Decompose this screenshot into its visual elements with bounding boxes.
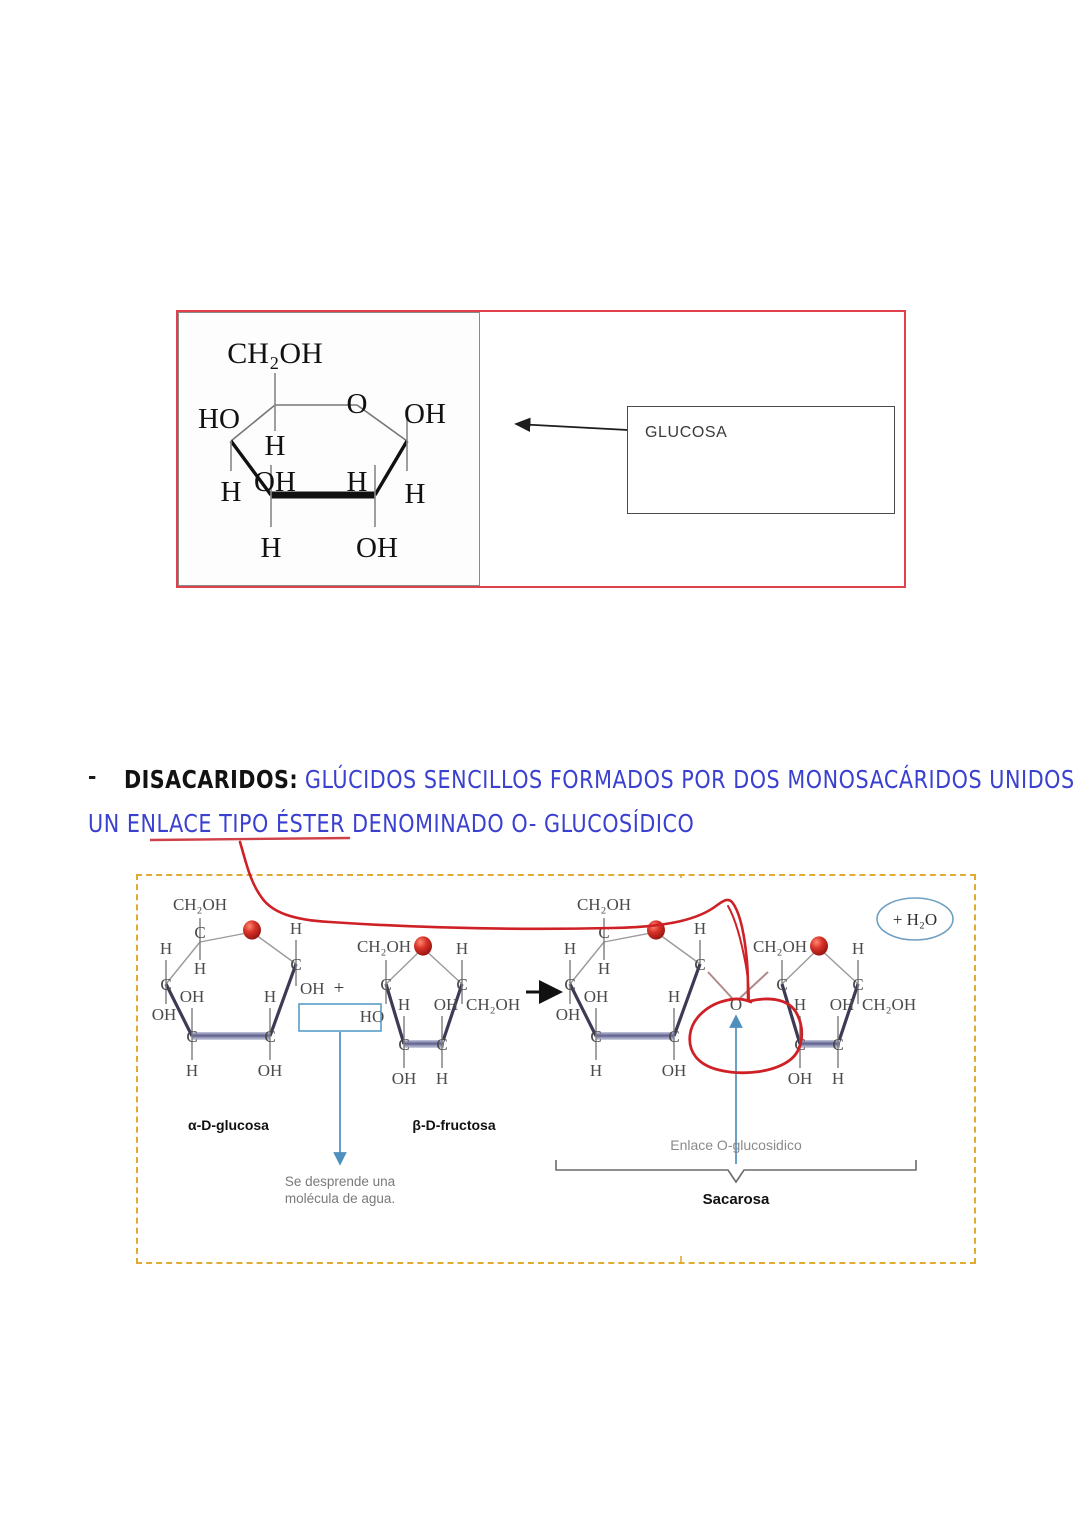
note-bullet: - bbox=[88, 762, 97, 790]
product-fructose-half: CH₂OH C H C OH C H OH CH₂OH C H bbox=[753, 936, 916, 1088]
molecule-beta-d-fructose: CH₂OH C HO H C OH C H OH CH₂OH C H β-D-f… bbox=[357, 936, 520, 1133]
plus-sign: + bbox=[334, 978, 345, 999]
atom-label-ch2oh: CH₂OH bbox=[227, 337, 322, 370]
atom-oh-left: OH bbox=[152, 1005, 177, 1024]
atom-c-bottom-right: C bbox=[832, 1035, 843, 1054]
atom-c-right: C bbox=[694, 955, 705, 974]
ring-oxygen-sphere bbox=[647, 920, 665, 940]
atom-label-oh-inner: OH bbox=[254, 466, 296, 498]
atom-ch2oh: CH₂OH bbox=[173, 895, 227, 914]
atom-label-ring-oxygen: O bbox=[347, 388, 368, 420]
atom-c-top: C bbox=[194, 923, 205, 942]
note-line2-body: UN ENLACE TIPO ÉSTER DENOMINADO O- GLUCO… bbox=[88, 809, 695, 838]
ring-oxygen-sphere bbox=[810, 936, 828, 956]
atom-oh-inner-left: OH bbox=[584, 987, 609, 1006]
atom-c-left: C bbox=[776, 975, 787, 994]
ring-oxygen-sphere bbox=[243, 920, 261, 940]
atom-h-right-top: H bbox=[852, 939, 864, 958]
water-loss-highlight-box bbox=[298, 1003, 382, 1032]
atom-ch2oh-left: CH₂OH bbox=[357, 937, 411, 956]
sacarosa-label: Sacarosa bbox=[703, 1191, 770, 1208]
atom-c-bottom-left: C bbox=[186, 1027, 197, 1046]
water-note-line2: molécula de agua. bbox=[285, 1191, 395, 1206]
note-line-2: UN ENLACE TIPO ÉSTER DENOMINADO O- GLUCO… bbox=[88, 802, 694, 846]
atom-label-h-bottom: H bbox=[261, 532, 282, 564]
atom-oh-left: OH bbox=[556, 1005, 581, 1024]
water-note-line1: Se desprende una bbox=[285, 1174, 396, 1189]
atom-h-right-upper: H bbox=[694, 919, 706, 938]
water-byproduct-badge: + H₂O bbox=[876, 897, 954, 941]
atom-h-right-upper: H bbox=[290, 919, 302, 938]
atom-ch2oh-right: CH₂OH bbox=[862, 995, 916, 1014]
atom-label-oh-bottom: OH bbox=[356, 532, 398, 564]
atom-h-right-top: H bbox=[456, 939, 468, 958]
atom-ch2oh-left: CH₂OH bbox=[753, 937, 807, 956]
label-beta-d-fructosa: β-D-fructosa bbox=[412, 1117, 495, 1133]
sacarosa-bracket bbox=[555, 1160, 917, 1184]
label-alpha-d-glucosa: α-D-glucosa bbox=[188, 1117, 269, 1133]
atom-c-bottom-left: C bbox=[590, 1027, 601, 1046]
atom-bridge-oxygen: O bbox=[730, 995, 742, 1014]
atom-c-bottom-left: C bbox=[398, 1035, 409, 1054]
atom-h-top-inner: H bbox=[598, 959, 610, 978]
water-badge-label: + H₂O bbox=[893, 910, 937, 929]
glycosidic-bond-label: Enlace O-glucosidico bbox=[670, 1137, 802, 1153]
atom-oh-reacting-glucose: OH bbox=[300, 979, 325, 998]
atom-oh-bottom-left: OH bbox=[392, 1069, 417, 1088]
atom-oh-bottom-left: OH bbox=[788, 1069, 813, 1088]
atom-label-h-left: H bbox=[221, 476, 242, 508]
atom-label-ho-left: HO bbox=[198, 403, 240, 435]
atom-h-bottom-right: H bbox=[832, 1069, 844, 1088]
atom-oh-inner-right: OH bbox=[830, 995, 855, 1014]
atom-oh-inner-left: OH bbox=[180, 987, 205, 1006]
sucrose-formation-diagram: CH₂OH C H H C OH OH C H C OH H C H OH α-… bbox=[152, 874, 954, 1264]
atom-label-h-right: H bbox=[405, 478, 426, 510]
atom-c-bottom-right: C bbox=[264, 1027, 275, 1046]
atom-h-inner-left: H bbox=[398, 995, 410, 1014]
atom-h-bottom-left: H bbox=[186, 1061, 198, 1080]
atom-h-left-upper: H bbox=[160, 939, 172, 958]
ring-oxygen-sphere bbox=[414, 936, 432, 956]
atom-h-inner-right: H bbox=[668, 987, 680, 1006]
atom-ch2oh-right: CH₂OH bbox=[466, 995, 520, 1014]
atom-label-oh-upper-right: OH bbox=[404, 398, 446, 430]
atom-ch2oh: CH₂OH bbox=[577, 895, 631, 914]
atom-h-bottom-left: H bbox=[590, 1061, 602, 1080]
atom-h-inner-right: H bbox=[264, 987, 276, 1006]
product-glucose-half: CH₂OH C H H C OH OH C H C OH H C H bbox=[556, 895, 706, 1080]
atom-label-h-inner-top: H bbox=[265, 430, 286, 462]
atom-c-left: C bbox=[380, 975, 391, 994]
atom-c-left: C bbox=[160, 975, 171, 994]
o-glycosidic-bridge: O bbox=[707, 971, 769, 1014]
glucose-molecule-image: CH₂OH O HO OH H OH H H H H OH bbox=[178, 312, 480, 586]
atom-oh-inner-right: OH bbox=[434, 995, 459, 1014]
atom-label-h-inner-right: H bbox=[347, 466, 368, 498]
atom-h-inner-left: H bbox=[794, 995, 806, 1014]
atom-ho-reacting-fructose: HO bbox=[360, 1007, 385, 1026]
atom-oh-bottom-right: OH bbox=[258, 1061, 283, 1080]
note-line-1: DISACARIDOS: GLÚCIDOS SENCILLOS FORMADOS… bbox=[124, 758, 1080, 802]
atom-c-left: C bbox=[564, 975, 575, 994]
haworth-projection-diagram: CH₂OH O HO OH H OH H H H H OH bbox=[198, 337, 446, 564]
atom-h-left-upper: H bbox=[564, 939, 576, 958]
glucose-figure-frame bbox=[176, 310, 906, 588]
atom-oh-bottom-right: OH bbox=[662, 1061, 687, 1080]
note-line1-body: GLÚCIDOS SENCILLOS FORMADOS POR DOS MONO… bbox=[304, 765, 1080, 794]
atom-c-bottom-left: C bbox=[794, 1035, 805, 1054]
glucosa-callout-arrow bbox=[514, 417, 629, 432]
atom-c-right: C bbox=[456, 975, 467, 994]
atom-h-top-inner: H bbox=[194, 959, 206, 978]
atom-c-right: C bbox=[290, 955, 301, 974]
atom-c-bottom-right: C bbox=[668, 1027, 679, 1046]
atom-c-right: C bbox=[852, 975, 863, 994]
atom-c-bottom-right: C bbox=[436, 1035, 447, 1054]
note-term: DISACARIDOS: bbox=[124, 765, 299, 794]
atom-h-bottom-right: H bbox=[436, 1069, 448, 1088]
glucosa-label: GLUCOSA bbox=[645, 424, 728, 441]
glucosa-callout-box: GLUCOSA bbox=[627, 406, 895, 514]
atom-c-top: C bbox=[598, 923, 609, 942]
